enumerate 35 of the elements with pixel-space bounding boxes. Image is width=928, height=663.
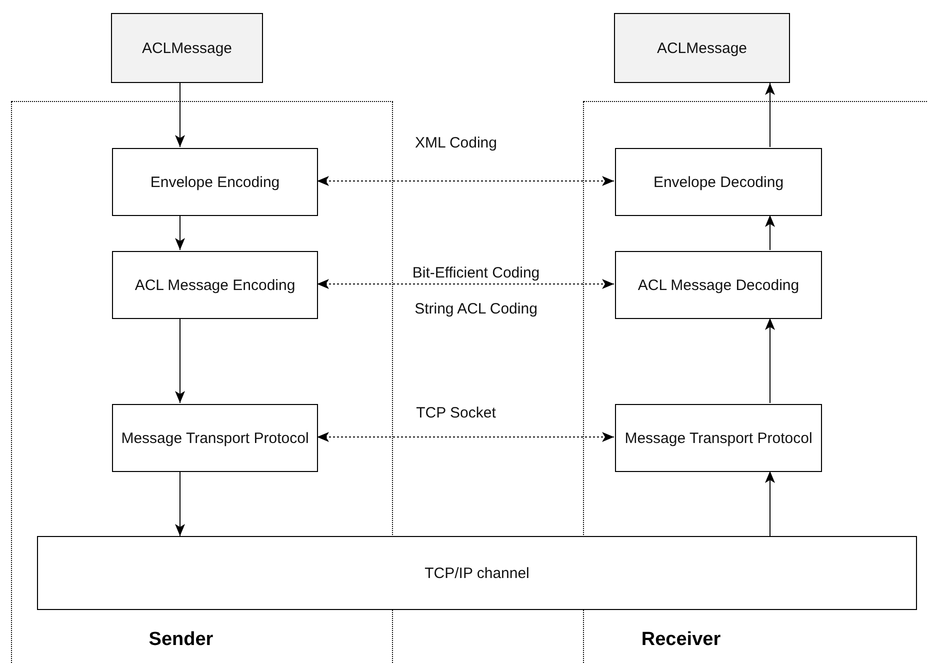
box-label: ACLMessage	[142, 40, 232, 56]
process-box	[614, 13, 790, 83]
process-box	[111, 13, 263, 83]
box-label: ACL Message Decoding	[638, 276, 800, 294]
dotted-region	[11, 101, 393, 663]
arrow	[765, 214, 775, 250]
process-box	[615, 404, 822, 472]
region-title: Sender	[148, 629, 214, 651]
arrow	[175, 214, 185, 250]
box-label: ACLMessage	[656, 40, 748, 56]
text-label: String ACL Coding	[412, 300, 540, 318]
process-box	[37, 536, 917, 610]
edge-label: XML Coding	[413, 134, 499, 152]
arrow	[765, 470, 775, 536]
process-box	[112, 148, 318, 216]
process-box	[615, 148, 822, 216]
arrow	[175, 470, 185, 536]
box-label: ACL Message Encoding	[134, 276, 296, 294]
arrow	[175, 318, 185, 404]
process-box	[615, 251, 822, 319]
arrow	[175, 82, 185, 148]
arrow	[765, 318, 775, 404]
box-label: Envelope Encoding	[150, 174, 280, 190]
arrow	[316, 279, 614, 289]
process-box	[112, 251, 318, 319]
arrow	[316, 432, 614, 442]
dotted-region	[583, 101, 928, 663]
process-box	[112, 404, 318, 472]
box-label: TCP/IP channel	[424, 564, 530, 582]
arrow	[316, 176, 614, 186]
box-label: Envelope Decoding	[653, 174, 784, 190]
region-title: Receiver	[641, 629, 721, 651]
arrow	[765, 82, 775, 148]
box-label: Message Transport Protocol	[121, 430, 309, 446]
box-label: Message Transport Protocol	[624, 430, 812, 446]
